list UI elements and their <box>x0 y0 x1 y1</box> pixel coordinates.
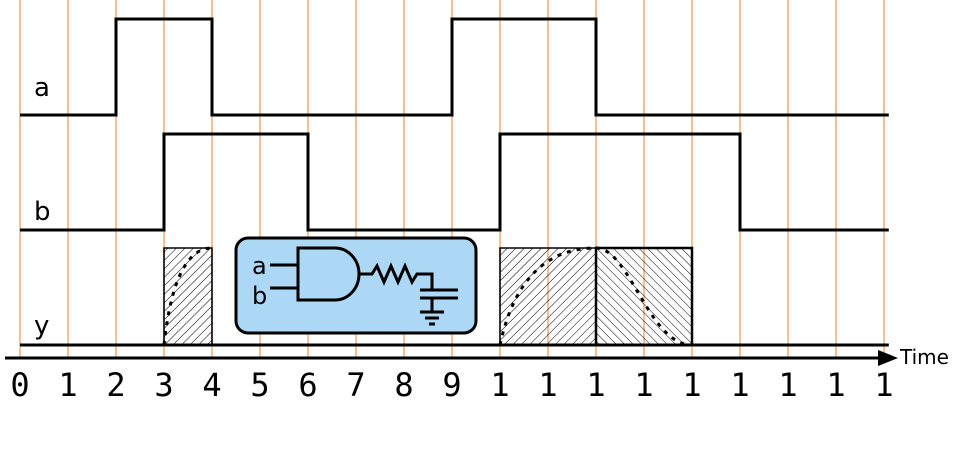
signal-a-waveform <box>20 17 889 117</box>
time-tick-label: 5 <box>250 366 269 404</box>
and-gate-icon <box>296 246 361 302</box>
time-tick-label: 1 <box>586 366 605 404</box>
time-tick-label: 1 <box>58 366 77 404</box>
time-tick-label: 0 <box>10 366 29 404</box>
signal-b-label: b <box>34 197 51 227</box>
time-tick-label: 4 <box>202 366 221 404</box>
capacitor-icon <box>420 288 458 312</box>
ground-icon <box>420 310 444 326</box>
time-tick-label: 1 <box>634 366 653 404</box>
time-tick-label: 1 <box>874 366 893 404</box>
time-axis-arrow-icon <box>878 350 898 366</box>
resistor-icon <box>359 262 434 290</box>
inset-label-b: b <box>252 282 267 310</box>
time-tick-label: 9 <box>442 366 461 404</box>
rise-transition-region <box>499 247 597 346</box>
fall-transition-region <box>594 246 694 347</box>
output-transition-regions <box>162 246 694 347</box>
time-tick-label: 6 <box>298 366 317 404</box>
signal-a-label: a <box>34 73 50 103</box>
time-tick-label: 1 <box>682 366 701 404</box>
signal-b-waveform <box>20 132 889 232</box>
time-tick-label: 1 <box>826 366 845 404</box>
time-tick-label: 1 <box>778 366 797 404</box>
signal-y-label: y <box>34 311 49 341</box>
rise-transition-region <box>163 247 213 346</box>
rise-transition-curve <box>498 246 597 346</box>
time-tick-label: 3 <box>154 366 173 404</box>
time-tick-label: 7 <box>346 366 365 404</box>
time-axis-label: Time <box>899 345 949 369</box>
rise-transition-curve <box>162 246 213 346</box>
time-tick-label: 2 <box>106 366 125 404</box>
time-tick-label: 8 <box>394 366 413 404</box>
time-tick-label: 1 <box>730 366 749 404</box>
and-gate-inset: a b <box>234 236 478 335</box>
time-tick-label: 1 <box>490 366 509 404</box>
inset-label-a: a <box>252 252 267 280</box>
fall-transition-curve <box>595 246 693 347</box>
time-tick-label: 1 <box>538 366 557 404</box>
